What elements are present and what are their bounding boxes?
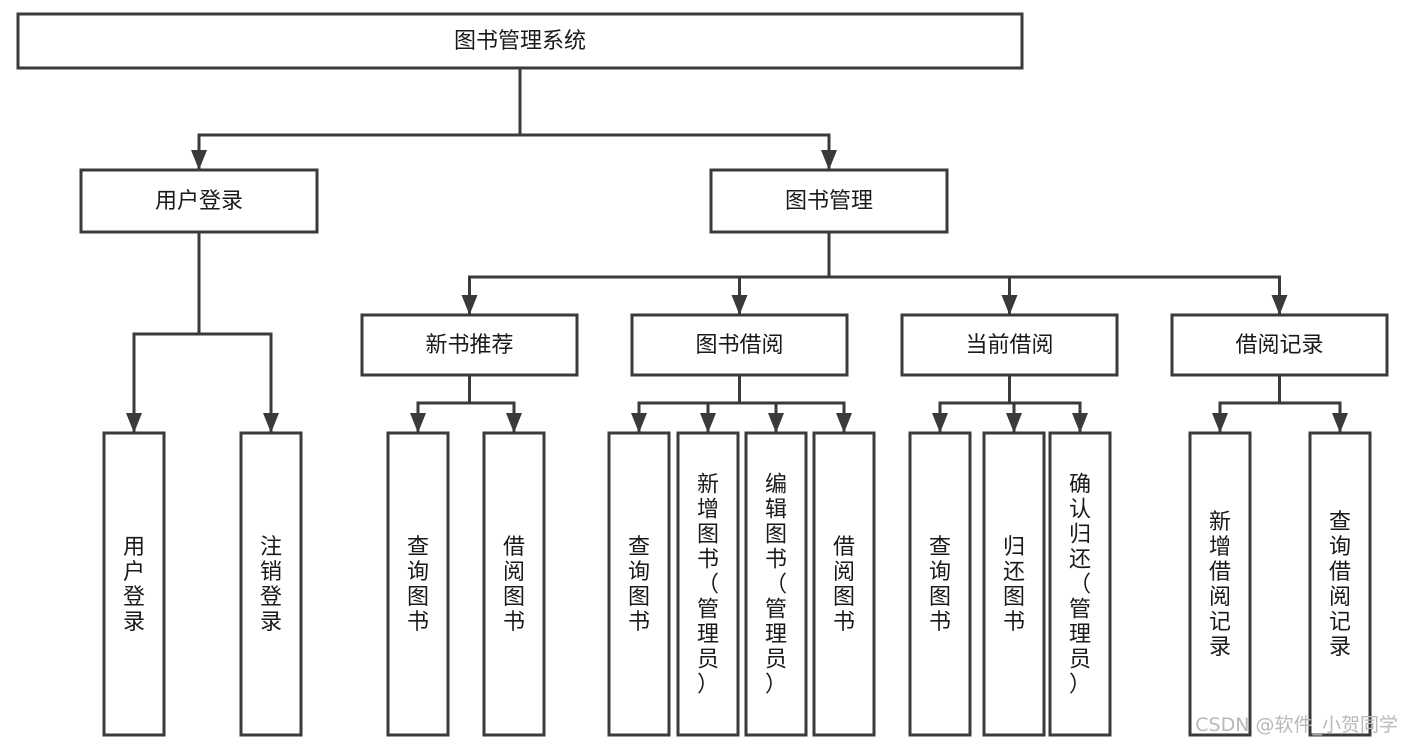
- node-注销登录[interactable]: 注销登录: [239, 431, 303, 737]
- arrow-head-icon: [1271, 295, 1288, 315]
- arrow-head-icon: [836, 413, 852, 433]
- node-label-用户登录: 用户登录: [123, 535, 145, 635]
- arrow-head-icon: [191, 150, 207, 170]
- node-label-查询图书: 查询图书: [628, 535, 650, 635]
- node-box-归还图书: [982, 431, 1046, 737]
- node-编辑图书管理员[interactable]: 编辑图书（管理员）: [744, 431, 808, 737]
- arrow-head-icon: [768, 413, 784, 433]
- node-label-新书推荐: 新书推荐: [425, 333, 513, 358]
- node-box-图书管理: [709, 168, 949, 234]
- node-box-用户登录: [102, 431, 166, 737]
- node-label-图书管理系统: 图书管理系统: [454, 29, 586, 54]
- node-box-图书管理系统: [16, 12, 1024, 70]
- node-box-注销登录: [239, 431, 303, 737]
- node-新书推荐[interactable]: 新书推荐: [360, 313, 579, 377]
- arrow-head-icon: [932, 413, 948, 433]
- arrow-head-icon: [731, 295, 748, 315]
- node-用户登录[interactable]: 用户登录: [79, 168, 319, 234]
- node-label-当前借阅: 当前借阅: [965, 333, 1053, 358]
- node-借阅图书[interactable]: 借阅图书: [482, 431, 546, 737]
- node-图书管理[interactable]: 图书管理: [709, 168, 949, 234]
- node-label-确认归还管理员: 确认归还（管理员）: [1069, 473, 1091, 698]
- node-box-确认归还管理员: [1048, 431, 1112, 737]
- node-box-查询图书: [908, 431, 972, 737]
- node-box-编辑图书管理员: [744, 431, 808, 737]
- node-借阅图书[interactable]: 借阅图书: [812, 431, 876, 737]
- node-确认归还管理员[interactable]: 确认归还（管理员）: [1048, 431, 1112, 737]
- arrow-head-icon: [1212, 413, 1228, 433]
- node-box-查询借阅记录: [1308, 431, 1372, 737]
- node-图书管理系统[interactable]: 图书管理系统: [16, 12, 1024, 70]
- node-box-新书推荐: [360, 313, 579, 377]
- node-box-借阅图书: [482, 431, 546, 737]
- node-box-用户登录: [79, 168, 319, 234]
- node-用户登录[interactable]: 用户登录: [102, 431, 166, 737]
- node-box-新增图书管理员: [676, 431, 740, 737]
- node-查询图书[interactable]: 查询图书: [386, 431, 450, 737]
- node-label-图书借阅: 图书借阅: [695, 333, 783, 358]
- node-label-图书管理: 图书管理: [785, 189, 873, 214]
- node-box-借阅图书: [812, 431, 876, 737]
- arrow-head-icon: [263, 413, 279, 433]
- node-新增借阅记录[interactable]: 新增借阅记录: [1188, 431, 1252, 737]
- node-新增图书管理员[interactable]: 新增图书（管理员）: [676, 431, 740, 737]
- arrow-head-icon: [631, 413, 647, 433]
- arrow-head-icon: [1006, 413, 1022, 433]
- node-label-查询借阅记录: 查询借阅记录: [1329, 510, 1351, 660]
- node-label-用户登录: 用户登录: [155, 189, 243, 214]
- arrow-head-icon: [410, 413, 426, 433]
- node-box-新增借阅记录: [1188, 431, 1252, 737]
- node-查询借阅记录[interactable]: 查询借阅记录: [1308, 431, 1372, 737]
- csdn-watermark: CSDN @软件_小贺同学: [1195, 714, 1398, 736]
- arrow-head-icon: [126, 413, 142, 433]
- node-box-图书借阅: [630, 313, 849, 377]
- node-box-借阅记录: [1170, 313, 1389, 377]
- node-查询图书[interactable]: 查询图书: [607, 431, 671, 737]
- node-box-查询图书: [607, 431, 671, 737]
- arrow-head-icon: [700, 413, 716, 433]
- node-label-查询图书: 查询图书: [929, 535, 951, 635]
- node-layer: 图书管理系统用户登录图书管理用户登录注销登录新书推荐图书借阅当前借阅借阅记录查询…: [16, 12, 1389, 737]
- node-label-查询图书: 查询图书: [407, 535, 429, 635]
- node-box-查询图书: [386, 431, 450, 737]
- node-label-新增借阅记录: 新增借阅记录: [1209, 510, 1231, 660]
- arrow-head-icon: [1332, 413, 1348, 433]
- arrow-head-icon: [1001, 295, 1018, 315]
- arrow-head-icon: [1072, 413, 1088, 433]
- connector-layer: [126, 66, 1348, 435]
- node-label-编辑图书管理员: 编辑图书（管理员）: [765, 473, 787, 698]
- node-借阅记录[interactable]: 借阅记录: [1170, 313, 1389, 377]
- arrow-head-icon: [506, 413, 522, 433]
- node-label-借阅记录: 借阅记录: [1235, 333, 1323, 358]
- node-label-借阅图书: 借阅图书: [503, 535, 525, 635]
- arrow-head-icon: [821, 150, 837, 170]
- arrow-head-icon: [461, 295, 478, 315]
- node-归还图书[interactable]: 归还图书: [982, 431, 1046, 737]
- node-label-借阅图书: 借阅图书: [833, 535, 855, 635]
- node-图书借阅[interactable]: 图书借阅: [630, 313, 849, 377]
- node-当前借阅[interactable]: 当前借阅: [900, 313, 1119, 377]
- node-label-注销登录: 注销登录: [260, 535, 282, 635]
- node-查询图书[interactable]: 查询图书: [908, 431, 972, 737]
- node-label-归还图书: 归还图书: [1003, 535, 1025, 635]
- node-box-当前借阅: [900, 313, 1119, 377]
- node-label-新增图书管理员: 新增图书（管理员）: [697, 473, 719, 698]
